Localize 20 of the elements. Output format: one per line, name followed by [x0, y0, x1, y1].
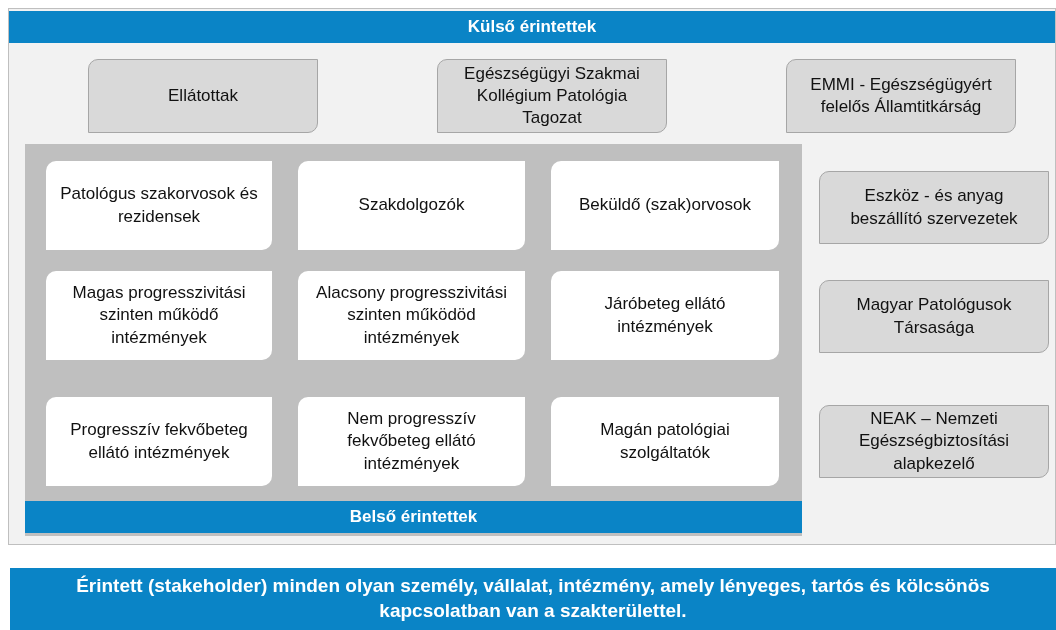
panel-header: Külső érintettek	[9, 11, 1055, 43]
stakeholder-box: Nem progresszív fekvőbeteg ellátó intézmények	[298, 397, 525, 486]
stakeholder-box: Ellátottak	[88, 59, 318, 133]
inner-panel	[25, 144, 802, 536]
stakeholder-box: Járóbeteg ellátó intézmények	[551, 271, 779, 360]
panel-footer: Belső érintettek	[25, 501, 802, 533]
stakeholder-box: EMMI - Egészségügyért felelős Államtitkárság	[786, 59, 1016, 133]
stakeholder-box: Magas progresszivitási szinten működő intézmények	[46, 271, 272, 360]
stakeholder-box: NEAK – Nemzeti Egészségbiztosítási alapkezelő	[819, 405, 1049, 478]
stakeholder-box: Eszköz - és anyag beszállító szervezetek	[819, 171, 1049, 244]
outer-panel	[8, 8, 1056, 545]
stakeholder-box: Magyar Patológusok Társasága	[819, 280, 1049, 353]
stakeholder-box: Alacsony progresszivitási szinten működöd intézmények	[298, 271, 525, 360]
stakeholder-box: Patológus szakorvosok és rezidensek	[46, 161, 272, 250]
stakeholder-box: Beküldő (szak)orvosok	[551, 161, 779, 250]
definition-banner: Érintett (stakeholder) minden olyan személy, vállalat, intézmény, amely lényeges, tartós és kölcsönös kapcsolatban van a szakterülettel.	[10, 568, 1056, 630]
stakeholder-box: Magán patológiai szolgáltatók	[551, 397, 779, 486]
stakeholder-box: Egészségügyi Szakmai Kollégium Patológia Tagozat	[437, 59, 667, 133]
stakeholder-box: Progresszív fekvőbeteg ellátó intézmények	[46, 397, 272, 486]
stakeholder-box: Szakdolgozók	[298, 161, 525, 250]
